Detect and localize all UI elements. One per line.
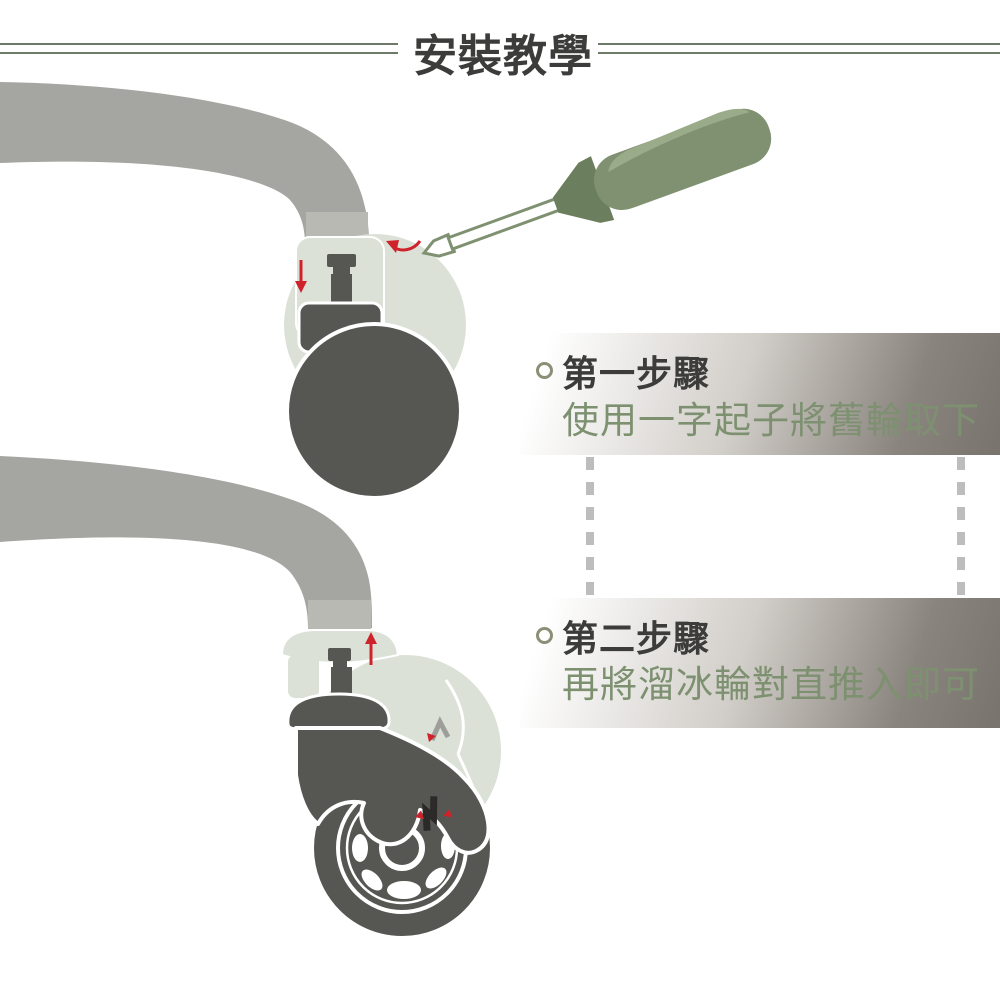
header-rule-left — [0, 43, 398, 54]
new-wheel-stem — [328, 648, 352, 701]
step-1-label: 第一步驟 — [562, 353, 711, 394]
step-2-description: 再將溜冰輪對直推入即可 — [562, 664, 980, 705]
housing-ghost-logo — [427, 716, 451, 742]
screwdriver-icon — [421, 108, 772, 258]
step-1-bullet ring-bullet-icon — [536, 362, 553, 379]
housing-seam-line — [444, 679, 465, 755]
chair-leg-top — [0, 82, 369, 244]
header-rule-right — [598, 43, 1000, 54]
wheel-spoke-cutouts — [352, 807, 455, 899]
caster-fork — [294, 726, 491, 855]
step-2-bullet ring-bullet-icon — [536, 627, 553, 644]
arrow-up-icon — [365, 632, 377, 665]
new-caster-illustration — [0, 456, 501, 940]
step-1-banner — [520, 333, 1000, 455]
dashed-connector-right — [957, 457, 965, 596]
chair-leg-socket-tube-2 — [308, 600, 371, 629]
arrow-curve-icon — [386, 240, 422, 253]
page-title: 安裝教學 — [413, 32, 593, 81]
dashed-connector-left — [586, 457, 594, 596]
caster-brand-logo — [415, 796, 453, 831]
arrow-down-icon — [295, 260, 307, 293]
fork-dome — [286, 692, 391, 731]
old-caster-illustration — [0, 82, 772, 500]
step-1-description: 使用一字起子將舊輪取下 — [562, 400, 980, 441]
step-2-banner — [520, 598, 1000, 728]
old-wheel — [285, 322, 463, 500]
socket-flange-side — [288, 655, 319, 698]
chair-leg-bottom — [0, 456, 372, 628]
step-2-label: 第二步驟 — [562, 618, 711, 659]
